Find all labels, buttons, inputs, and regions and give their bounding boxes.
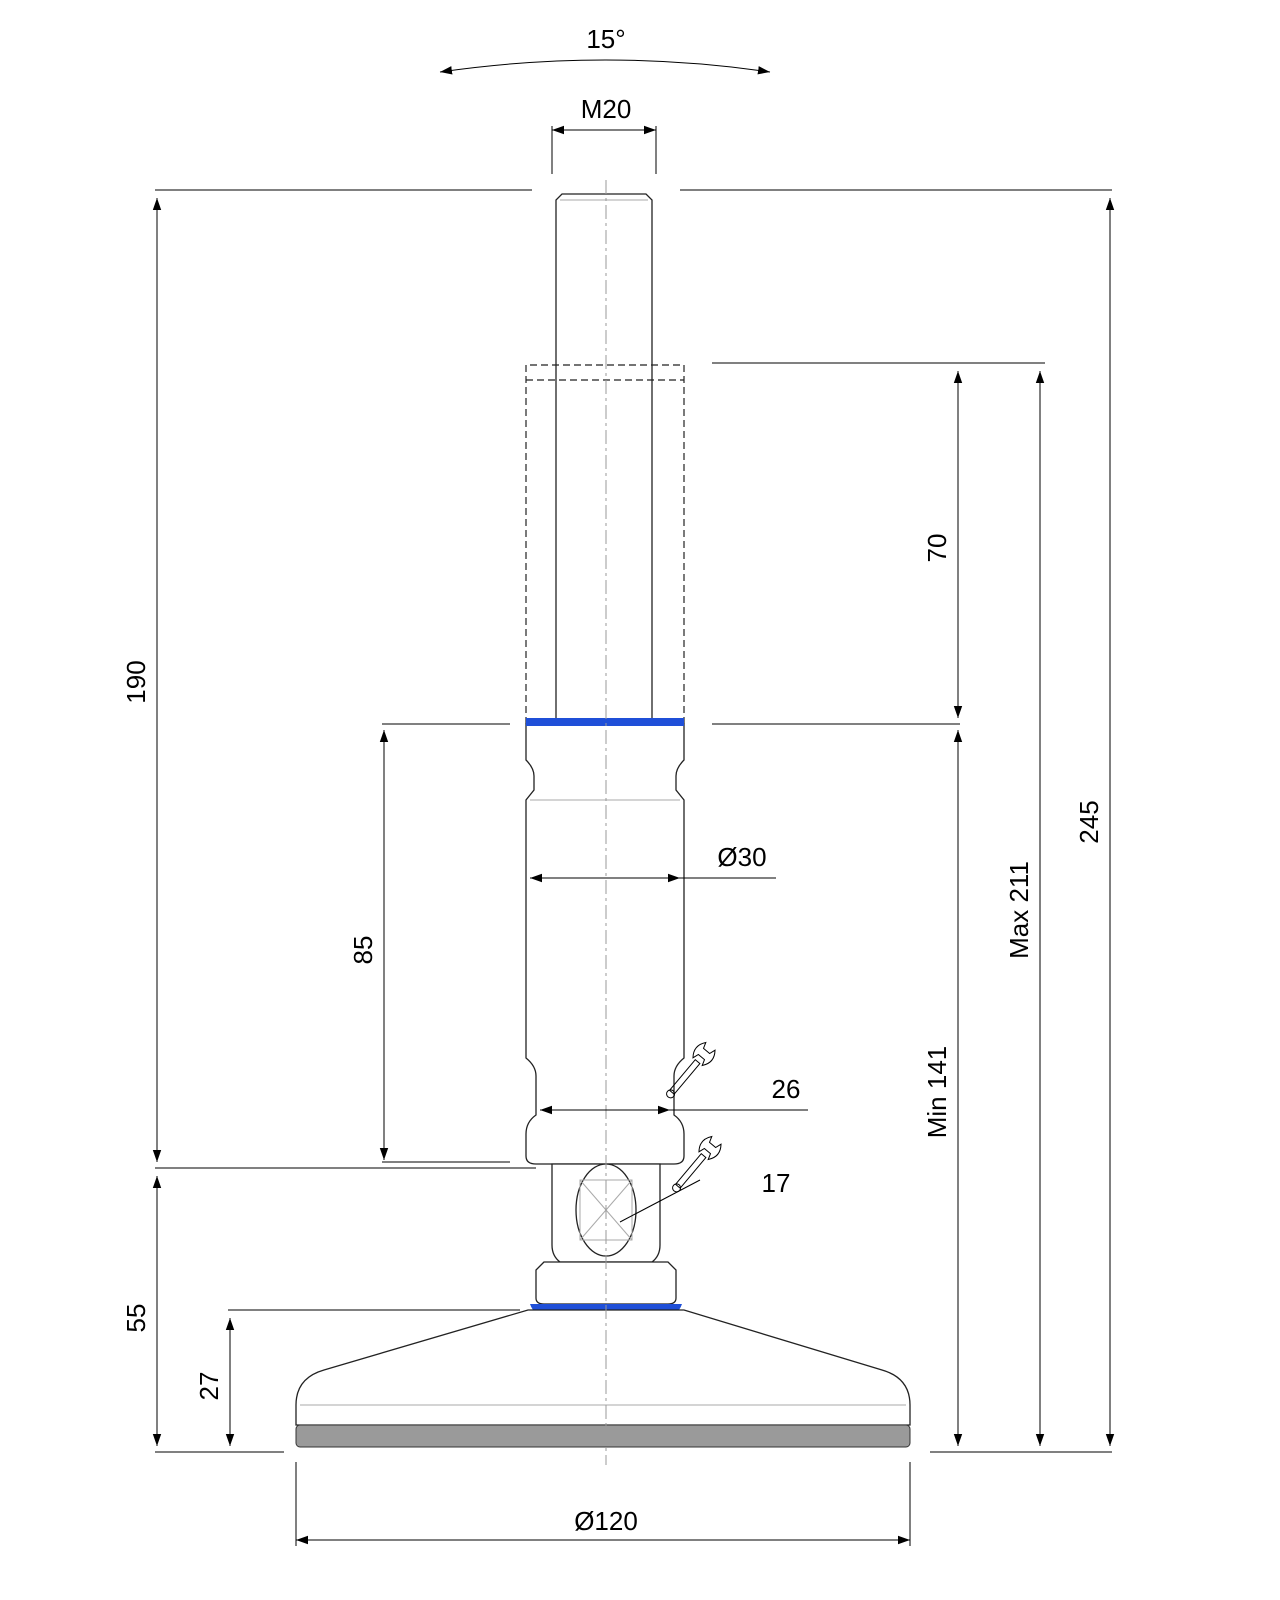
base-height-label: 55: [121, 1304, 151, 1333]
angle-label: 15°: [586, 24, 625, 54]
wrench-icon: [666, 1041, 716, 1099]
adjust-range-label: 70: [922, 534, 952, 563]
overall-height-label: 245: [1074, 800, 1104, 843]
dimension-lines: [152, 59, 1115, 1546]
spindle-length-label: 85: [348, 936, 378, 965]
part-outline: [295, 193, 911, 1448]
max-height-label: Max 211: [1004, 861, 1034, 959]
min-height-label: Min 141: [922, 1046, 952, 1139]
foot-height-label: 27: [194, 1372, 224, 1401]
tube-ring: [526, 718, 684, 726]
wrench-nut-label: 17: [762, 1168, 791, 1198]
tube-body: [525, 723, 685, 1165]
wrench-tube-label: 26: [772, 1074, 801, 1104]
wrench-icon: [672, 1135, 722, 1193]
foot-diameter-label: Ø120: [574, 1506, 638, 1536]
foot-pad: [295, 1424, 911, 1448]
total-height-label: 190: [121, 660, 151, 703]
tube-diameter-label: Ø30: [717, 842, 766, 872]
foot-base: [295, 1309, 911, 1426]
thread-label: M20: [581, 94, 632, 124]
hidden-extended-tube: [525, 364, 685, 724]
threaded-spindle: [555, 193, 653, 725]
